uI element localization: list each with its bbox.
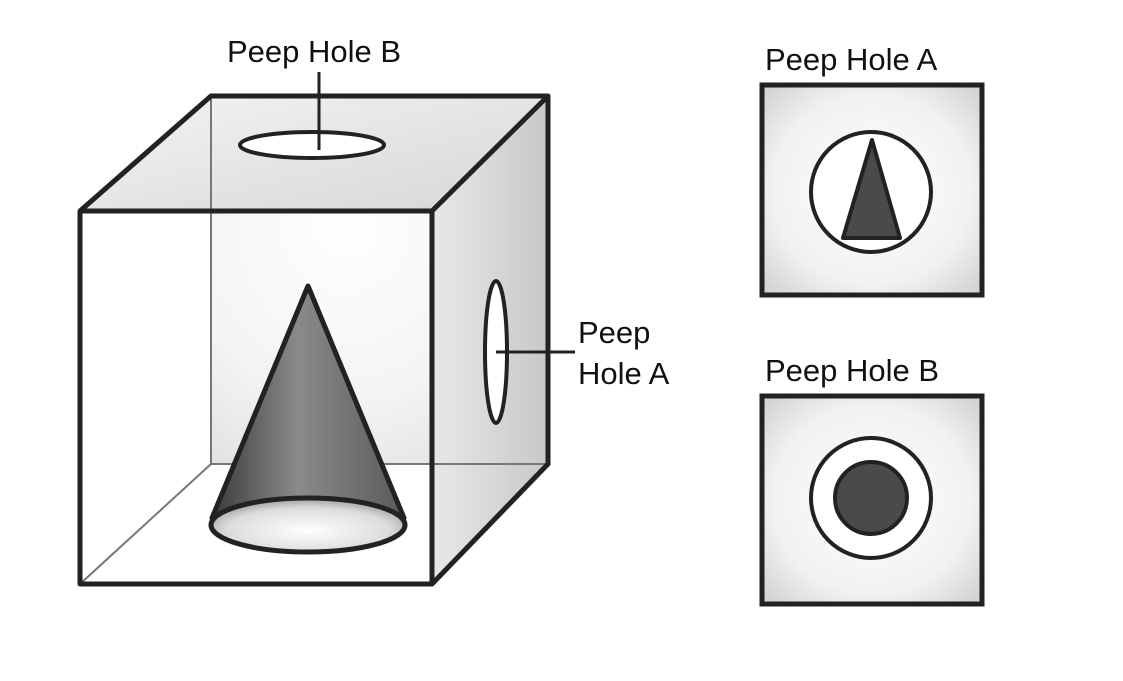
peep-hole-b-opening bbox=[238, 130, 386, 160]
cone bbox=[208, 283, 408, 555]
view-b-title: Peep Hole B bbox=[765, 353, 939, 388]
view-a-panel: Peep Hole A bbox=[759, 42, 985, 298]
label-top-hole: Peep Hole B bbox=[227, 34, 401, 69]
label-side-hole-line1: Peep bbox=[578, 315, 650, 350]
view-b-panel: Peep Hole B bbox=[759, 353, 985, 607]
view-a-cone-silhouette bbox=[841, 138, 902, 240]
cube-right-outline bbox=[430, 96, 551, 586]
cube-top-outline bbox=[78, 93, 551, 213]
view-b-cone-silhouette bbox=[833, 460, 909, 536]
cube bbox=[77, 72, 575, 587]
cube-back-edge-diagonal bbox=[79, 463, 212, 585]
cone-base bbox=[208, 495, 408, 555]
label-side-hole-line2: Hole A bbox=[578, 356, 670, 391]
view-a-title: Peep Hole A bbox=[765, 42, 938, 77]
